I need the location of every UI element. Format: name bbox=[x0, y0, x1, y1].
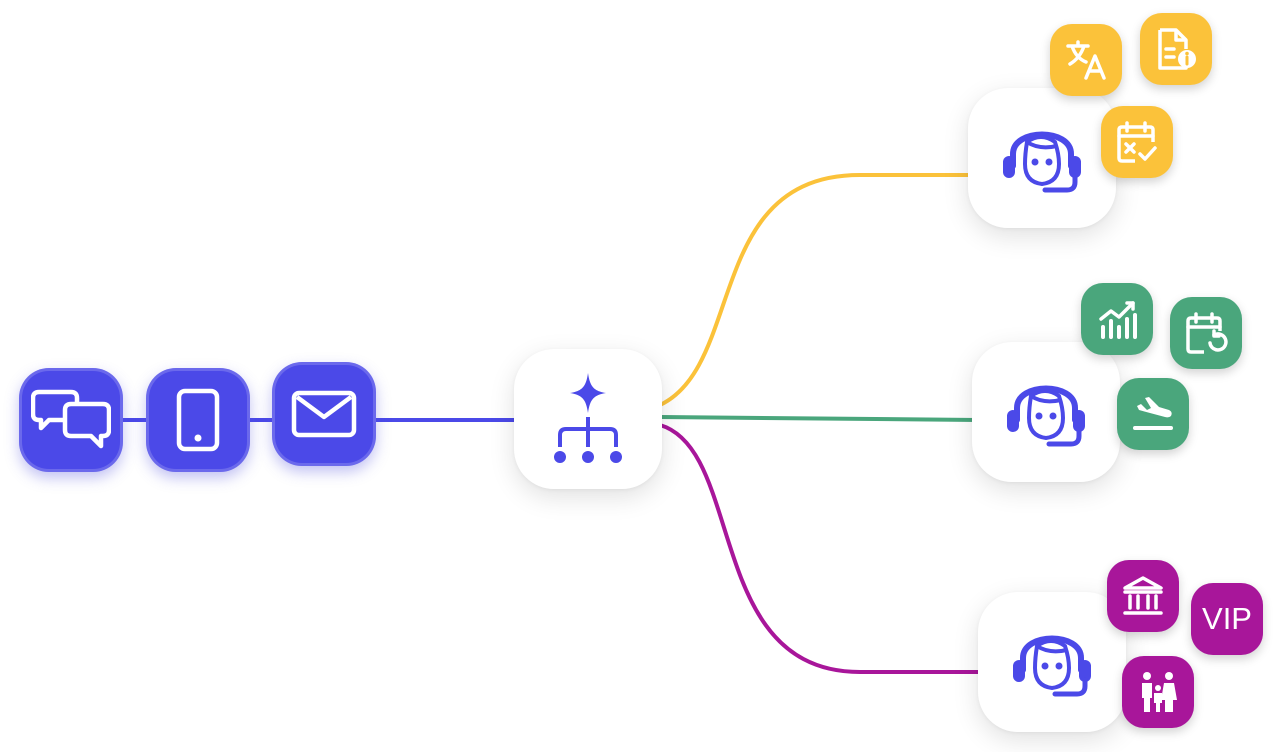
analytics-skill-badge bbox=[1081, 283, 1153, 355]
banking-skill-badge bbox=[1107, 560, 1179, 632]
vip-skill-badge: VIP bbox=[1191, 583, 1263, 655]
envelope-icon bbox=[291, 390, 357, 438]
agent-headset-icon bbox=[1003, 131, 1081, 193]
agent-card-yellow[interactable] bbox=[968, 88, 1116, 228]
agent-card-green[interactable] bbox=[972, 342, 1120, 482]
email-channel-tile[interactable] bbox=[272, 362, 376, 466]
route-line-magenta bbox=[659, 423, 982, 674]
route-line-yellow bbox=[659, 173, 972, 407]
calendar-cancel-icon bbox=[1117, 121, 1157, 163]
vip-label: VIP bbox=[1202, 601, 1252, 636]
agent-card-magenta[interactable] bbox=[978, 592, 1126, 732]
mobile-phone-icon bbox=[176, 388, 220, 452]
ai-router-card[interactable] bbox=[514, 349, 662, 489]
route-line-green bbox=[659, 415, 979, 422]
airplane-landing-icon bbox=[1133, 397, 1173, 430]
bar-chart-trend-icon bbox=[1099, 301, 1137, 339]
document-info-skill-badge bbox=[1140, 13, 1212, 85]
chat-channel-tile[interactable] bbox=[19, 368, 123, 472]
family-skill-badge bbox=[1122, 656, 1194, 728]
calendar-reschedule-icon bbox=[1186, 312, 1228, 354]
translate-icon bbox=[1066, 40, 1106, 80]
bank-icon bbox=[1123, 576, 1163, 615]
calendar-reschedule-skill-badge bbox=[1170, 297, 1242, 369]
family-icon bbox=[1142, 672, 1177, 712]
agent-headset-icon bbox=[1007, 385, 1085, 447]
agent-headset-icon bbox=[1013, 635, 1091, 697]
translate-skill-badge bbox=[1050, 24, 1122, 96]
flight-arrival-skill-badge bbox=[1117, 378, 1189, 450]
ai-routing-hierarchy-icon bbox=[554, 373, 622, 463]
chat-bubbles-icon bbox=[31, 389, 111, 449]
calendar-cancel-skill-badge bbox=[1101, 106, 1173, 178]
mobile-channel-tile[interactable] bbox=[146, 368, 250, 472]
document-info-icon bbox=[1158, 28, 1196, 70]
